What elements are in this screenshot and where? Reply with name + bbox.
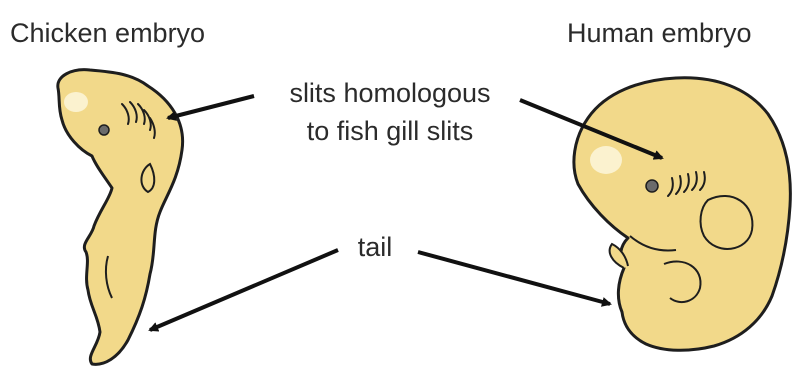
human-gill-slits bbox=[667, 171, 706, 197]
human-embryo bbox=[572, 76, 792, 352]
chicken-body-fold bbox=[104, 255, 113, 299]
chicken-embryo bbox=[56, 68, 185, 366]
tail-arrow-chicken bbox=[148, 248, 339, 332]
tail-callout: tail bbox=[357, 232, 393, 262]
chicken-gill-slits bbox=[121, 101, 156, 139]
tail-arrow-human bbox=[417, 250, 612, 307]
human-limb-bud bbox=[699, 195, 754, 250]
gill-callout-line-1: slits homologous bbox=[289, 78, 491, 108]
callout-arrows bbox=[148, 94, 664, 332]
chicken-limb-bud bbox=[140, 162, 156, 194]
human-body-fold bbox=[629, 235, 677, 252]
chicken-eye bbox=[98, 124, 110, 136]
human-tail bbox=[608, 242, 629, 269]
human-embryo-highlight bbox=[590, 146, 622, 174]
human-embryo-body bbox=[572, 76, 792, 352]
human-embryo-title: Human embryo bbox=[567, 18, 752, 48]
chicken-embryo-highlight bbox=[64, 92, 88, 112]
gill-arrow-human bbox=[519, 98, 664, 160]
chicken-embryo-title: Chicken embryo bbox=[10, 18, 206, 48]
human-eye bbox=[645, 179, 659, 193]
chicken-embryo-body bbox=[56, 68, 185, 366]
gill-arrow-chicken bbox=[166, 94, 255, 121]
gill-callout-line-2: to fish gill slits bbox=[306, 116, 474, 146]
human-lower-limb bbox=[663, 260, 702, 304]
gill-slits-callout: slits homologous to fish gill slits bbox=[250, 74, 530, 150]
